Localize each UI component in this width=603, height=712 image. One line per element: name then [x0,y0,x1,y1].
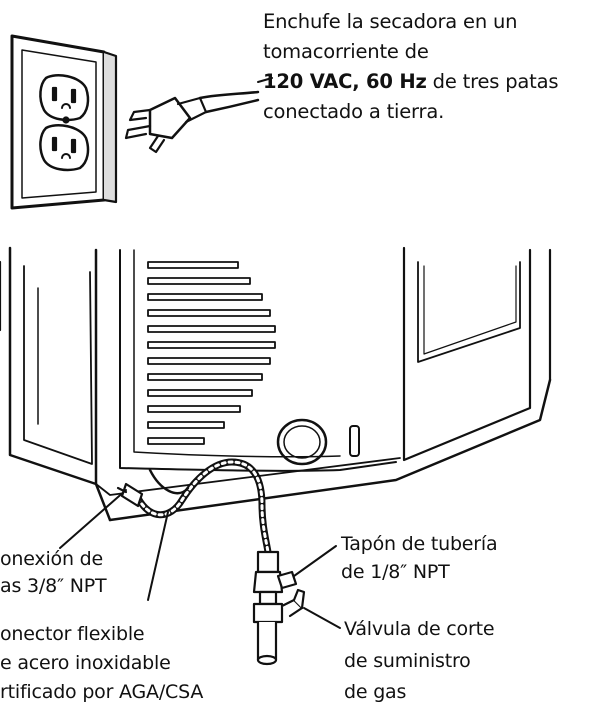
instruction-line-2: tomacorriente de [263,40,429,63]
dryer-rear-panel [0,246,552,522]
label-line: Válvula de corte [344,618,495,640]
callout-leaders [59,77,341,629]
instruction-line-1: Enchufe la secadora en un [263,10,518,33]
wall-outlet-icon [10,34,118,210]
voltage-spec: 120 VAC, 60 Hz [263,70,427,93]
flex-gas-connector [116,458,272,556]
label-line: de 1/8″ NPT [341,561,450,583]
instruction-line-3-rest: de tres patas [426,70,559,93]
instruction-line-4: conectado a tierra. [263,100,445,123]
instruction-line-3: 120 VAC, 60 Hz de tres patas [263,70,559,93]
label-line: onexión de [0,548,104,570]
power-plug-icon [124,90,260,154]
gas-supply-pipe [252,550,306,666]
label-line: onector flexible [0,623,145,645]
label-line: Tapón de tubería [341,533,498,555]
label-line: as 3/8″ NPT [0,575,107,597]
label-line: de gas [344,681,407,703]
label-line: rtificado por AGA/CSA [0,681,204,703]
label-line: e acero inoxidable [0,652,171,674]
vent-grille [147,261,276,445]
label-line: de suministro [344,650,471,672]
